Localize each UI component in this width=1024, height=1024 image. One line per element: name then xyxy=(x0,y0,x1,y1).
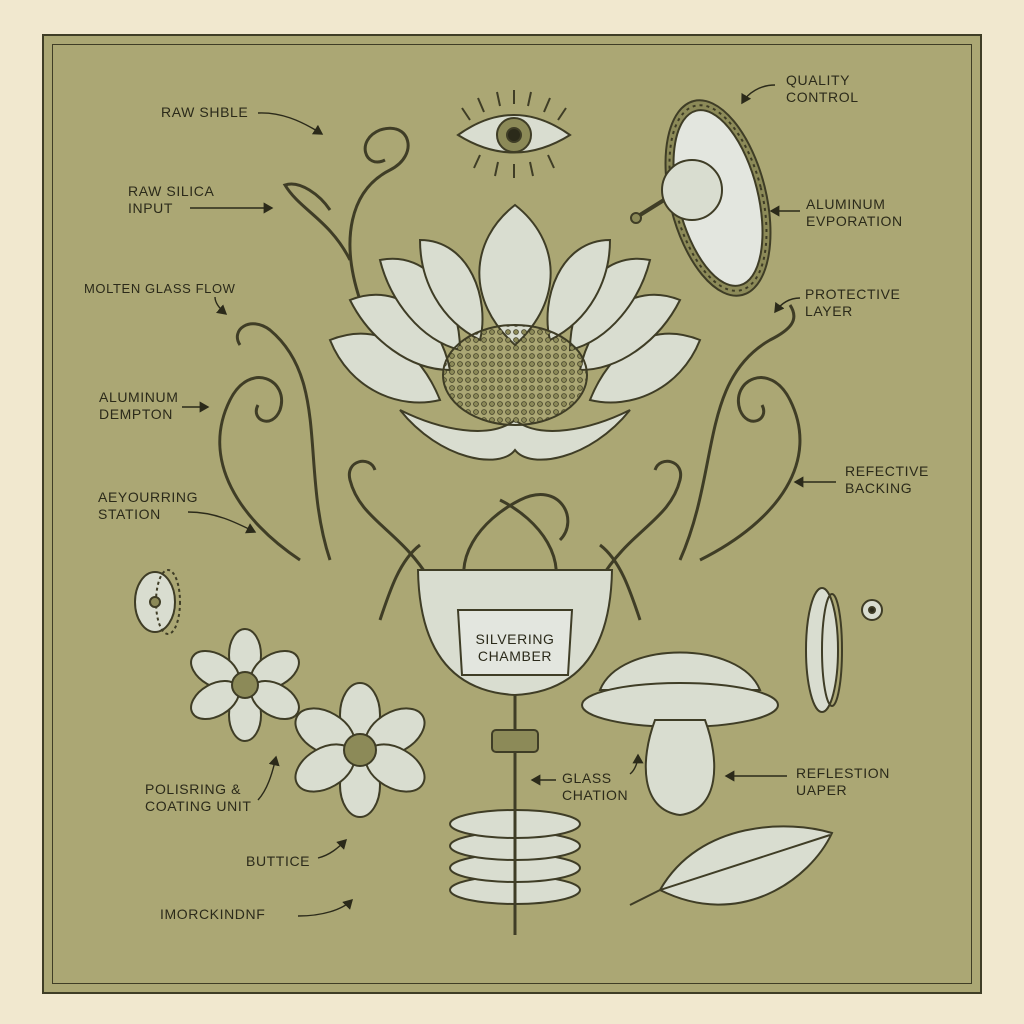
label-aeyourring-station: AEYOURRING STATION xyxy=(98,489,199,522)
lotus-flower xyxy=(328,203,702,461)
label-protective-layer: PROTECTIVE LAYER xyxy=(805,286,901,319)
large-flower xyxy=(294,682,426,818)
silvering-chamber xyxy=(416,569,614,800)
label-raw-shble: RAW SHBLE xyxy=(161,104,249,120)
label-polisring-coating-unit: POLISRING & COATING UNIT xyxy=(145,781,252,814)
label-arrows xyxy=(182,84,836,917)
gear-icon xyxy=(134,569,181,635)
disc-stack xyxy=(449,800,581,935)
label-aluminum-evporation: ALUMINUM EVPORATION xyxy=(806,196,903,229)
label-buttice: BUTTICE xyxy=(246,853,311,869)
label-glass-chation: GLASS CHATION xyxy=(562,770,629,803)
mushroom-shape xyxy=(581,651,779,817)
label-aluminum-dempton: ALUMINUM DEMPTON xyxy=(99,389,179,422)
leaf-shape xyxy=(629,825,834,906)
label-quality-control: QUALITY CONTROL xyxy=(786,72,859,105)
eye-icon xyxy=(456,90,572,178)
small-flower xyxy=(190,628,300,742)
vine-ornaments xyxy=(218,126,802,621)
label-silvering-chamber: SILVERING CHAMBER xyxy=(475,631,555,664)
label-molten-glass-flow: MOLTEN GLASS FLOW xyxy=(84,281,236,296)
label-reflestion-uaper: REFLESTION UAPER xyxy=(796,765,890,798)
label-imorckindnf: IMORCKINDNF xyxy=(160,906,266,922)
panel-inner-border xyxy=(52,44,972,984)
label-raw-silica-input: RAW SILICA INPUT xyxy=(128,183,215,216)
hand-mirror-icon xyxy=(630,99,772,297)
disc-wheel-icon xyxy=(805,587,883,713)
label-refective-backing: REFECTIVE BACKING xyxy=(845,463,929,496)
